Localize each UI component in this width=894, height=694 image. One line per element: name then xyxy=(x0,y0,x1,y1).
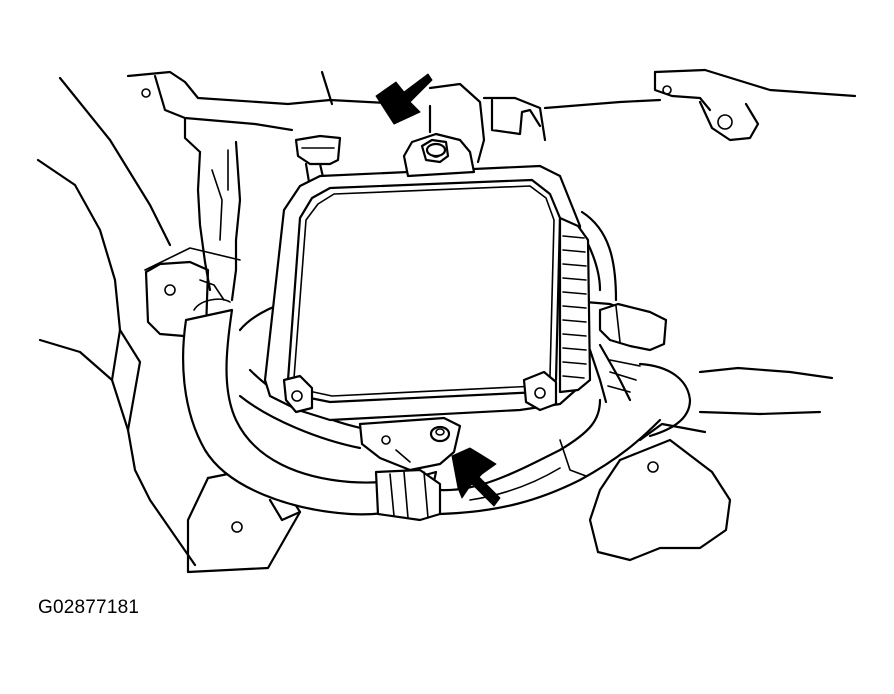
dashboard-left-structure xyxy=(36,76,241,567)
top-mount-bracket xyxy=(402,104,476,178)
airbag-control-module xyxy=(263,164,592,422)
upper-dash-housing xyxy=(126,68,857,164)
top-bolt-icon xyxy=(425,142,447,158)
connector-ribs xyxy=(562,235,587,379)
lower-right-bracket xyxy=(558,298,834,562)
bottom-mount-bracket xyxy=(358,416,462,472)
bottom-arrow-icon xyxy=(451,447,501,507)
bottom-bolt-icon xyxy=(429,425,451,443)
top-arrow-icon xyxy=(375,73,433,125)
figure-id-label: G02877181 xyxy=(38,597,140,618)
